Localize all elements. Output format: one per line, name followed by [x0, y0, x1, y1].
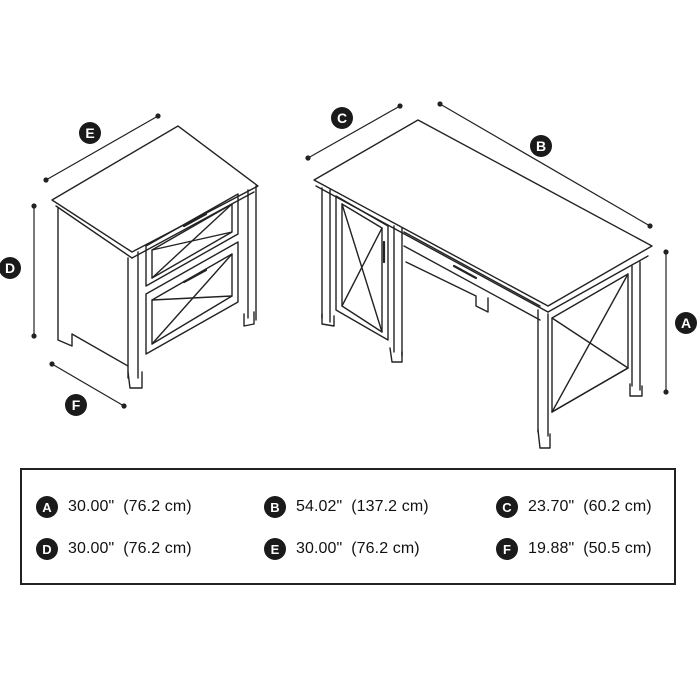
dimension-inches: 30.00": [68, 540, 115, 557]
dimension-cm: (76.2 cm): [351, 540, 420, 557]
svg-text:A: A: [681, 315, 691, 331]
file-cabinet-illustration: [51, 125, 259, 389]
dimension-lines: [33, 103, 667, 407]
drawing-label-e: E: [79, 122, 101, 144]
dimension-letter-badge: C: [496, 496, 518, 518]
dimension-b: B 54.02" (137.2 cm): [264, 492, 429, 522]
dimension-cm: (76.2 cm): [123, 498, 192, 515]
drawing-label-b: B: [530, 135, 552, 157]
drawing-label-f: F: [65, 394, 87, 416]
dimension-inches: 54.02": [296, 498, 343, 515]
dimension-f: F 19.88" (50.5 cm): [496, 534, 652, 564]
dimension-letter-badge: D: [36, 538, 58, 560]
dimension-d: D 30.00" (76.2 cm): [36, 534, 192, 564]
svg-text:E: E: [85, 125, 94, 141]
dimension-cm: (137.2 cm): [351, 498, 429, 515]
dimension-inches: 30.00": [296, 540, 343, 557]
dimension-inches: 19.88": [528, 540, 575, 557]
dimension-letter-badge: A: [36, 496, 58, 518]
dimension-cm: (50.5 cm): [583, 540, 652, 557]
dimension-letter-badge: F: [496, 538, 518, 560]
dimension-inches: 30.00": [68, 498, 115, 515]
desk-illustration: [313, 119, 653, 449]
drawing-label-c: C: [331, 107, 353, 129]
dimension-c: C 23.70" (60.2 cm): [496, 492, 652, 522]
drawing-label-d: D: [0, 257, 21, 279]
dimension-letter-badge: E: [264, 538, 286, 560]
dimension-endpoints: [31, 101, 669, 409]
dimensions-row: D 30.00" (76.2 cm) E 30.00" (76.2 cm) F …: [22, 534, 674, 564]
furniture-dimension-drawing: E D F C B A: [0, 101, 697, 449]
dimension-e: E 30.00" (76.2 cm): [264, 534, 420, 564]
dimensions-table: A 30.00" (76.2 cm) B 54.02" (137.2 cm) C…: [20, 468, 676, 585]
svg-text:C: C: [337, 110, 347, 126]
dimension-a: A 30.00" (76.2 cm): [36, 492, 192, 522]
svg-text:D: D: [5, 260, 15, 276]
svg-text:B: B: [536, 138, 546, 154]
dimension-letter-badge: B: [264, 496, 286, 518]
dimensions-row: A 30.00" (76.2 cm) B 54.02" (137.2 cm) C…: [22, 492, 674, 522]
dimension-cm: (76.2 cm): [123, 540, 192, 557]
drawing-label-a: A: [675, 312, 697, 334]
dimension-inches: 23.70": [528, 498, 575, 515]
dimension-cm: (60.2 cm): [583, 498, 652, 515]
svg-text:F: F: [72, 397, 81, 413]
